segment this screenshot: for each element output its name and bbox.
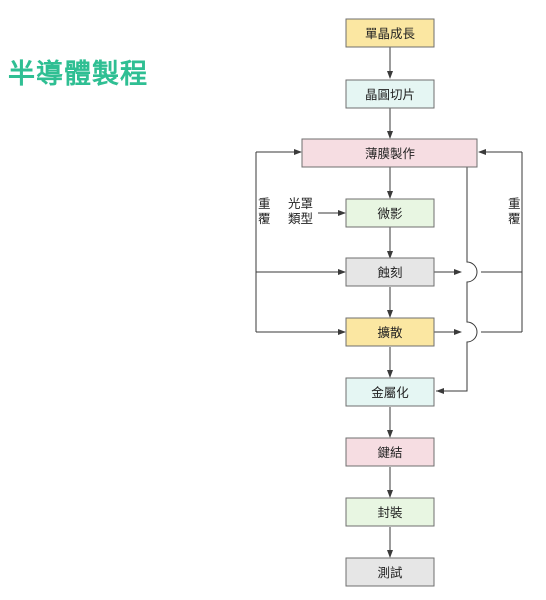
- step-label: 晶圓切片: [365, 87, 415, 102]
- step-box: [345, 198, 435, 228]
- step-box: [345, 437, 435, 467]
- page-title: 半導體製程: [8, 59, 148, 90]
- step-label: 微影: [377, 206, 403, 221]
- step-metallization: 金屬化: [345, 377, 435, 407]
- step-label: 薄膜製作: [365, 146, 416, 161]
- step-diffusion: 擴散: [345, 317, 435, 347]
- step-box: [345, 497, 435, 527]
- mask-type-label-line1: 光罩: [288, 196, 313, 211]
- step-box: [345, 79, 435, 109]
- repeat-left-label-1: 重: [258, 196, 271, 211]
- step-label: 擴散: [377, 325, 403, 340]
- step-crystal-growth: 單晶成長: [345, 18, 435, 48]
- repeat-right-label-2: 覆: [508, 211, 521, 226]
- step-box: [345, 557, 435, 587]
- step-label: 封裝: [377, 505, 403, 520]
- step-testing: 測試: [345, 557, 435, 587]
- step-thin-film: 薄膜製作: [301, 138, 478, 168]
- step-label: 金屬化: [371, 385, 409, 400]
- step-label: 單晶成長: [365, 26, 416, 41]
- step-box: [301, 138, 478, 168]
- step-etching: 蝕刻: [345, 257, 435, 287]
- step-box: [345, 257, 435, 287]
- step-packaging: 封裝: [345, 497, 435, 527]
- mask-type-label-line2: 類型: [288, 211, 313, 226]
- step-box: [345, 317, 435, 347]
- step-wafer-slicing: 晶圓切片: [345, 79, 435, 109]
- step-lithography: 微影: [345, 198, 435, 228]
- step-box: [345, 377, 435, 407]
- step-bonding: 鍵結: [345, 437, 435, 467]
- step-label: 蝕刻: [377, 265, 402, 280]
- repeat-left-label-2: 覆: [258, 211, 271, 226]
- bypass-film-to-metal: [436, 167, 478, 392]
- repeat-right-label-1: 重: [508, 196, 521, 211]
- step-box: [345, 18, 435, 48]
- step-label: 鍵結: [377, 445, 402, 460]
- step-label: 測試: [377, 565, 403, 580]
